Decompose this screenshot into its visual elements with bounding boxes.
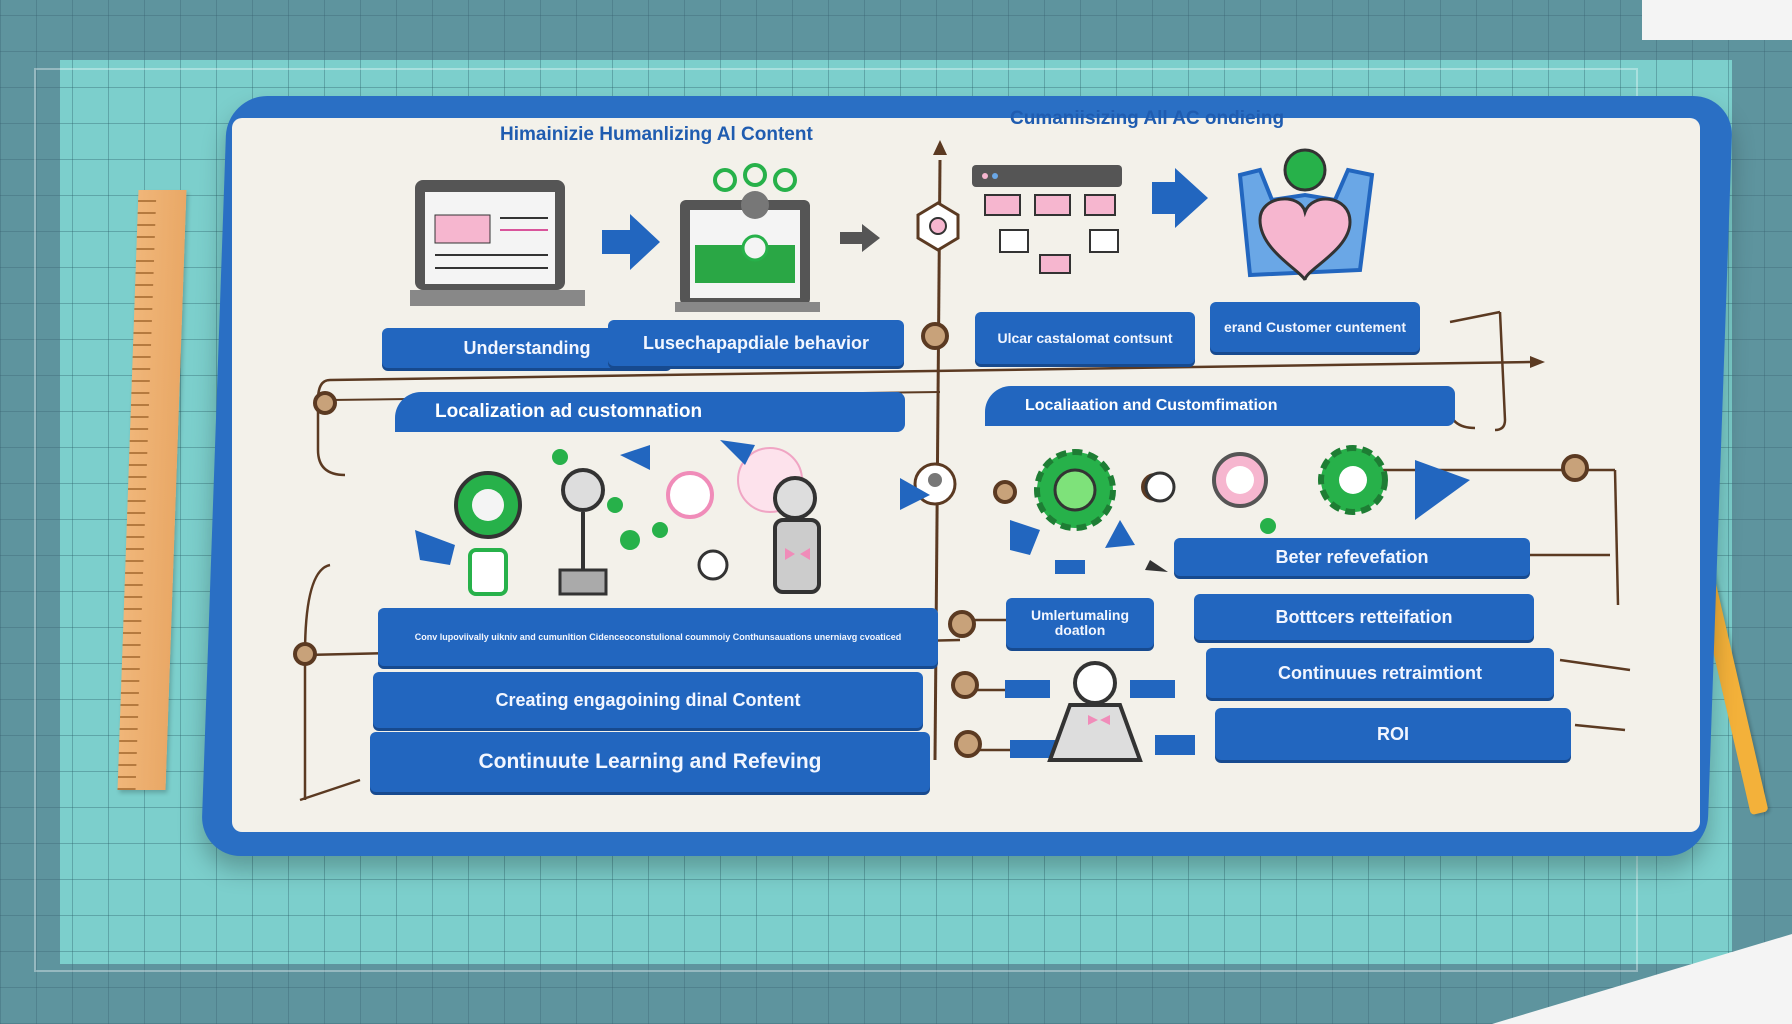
table-surface-bottom	[1492, 934, 1792, 1024]
table-surface	[1642, 0, 1792, 40]
label-continuous-retraining: Continuues retraimtiont	[1206, 648, 1554, 698]
label-user-content: Ulcar castalomat contsunt	[975, 312, 1195, 364]
label-continuous-learning: Continuute Learning and Refeving	[370, 732, 930, 792]
label-brand-customer: erand Customer cuntement	[1210, 302, 1420, 352]
label-understanding-duration: Umlertumaling doatlon	[1006, 598, 1154, 648]
title-left: Himainizie Humanlizing Al Content	[500, 124, 813, 145]
label-better-retteifation: Botttcers retteifation	[1194, 594, 1534, 640]
label-roi: ROI	[1215, 708, 1571, 760]
label-better-refevefation: Beter refevefation	[1174, 538, 1530, 576]
band-localization-left: Localization ad customnation	[395, 392, 905, 432]
label-description: Conv lupoviivally uikniv and cumunltion …	[378, 608, 938, 666]
band-localization-right: Localiaation and Customfimation	[985, 386, 1455, 426]
title-right: Cumaniisizing All AC ondieing	[1010, 108, 1285, 129]
label-behavior: Lusechapapdiale behavior	[608, 320, 904, 366]
label-creating-content: Creating engagoining dinal Content	[373, 672, 923, 728]
